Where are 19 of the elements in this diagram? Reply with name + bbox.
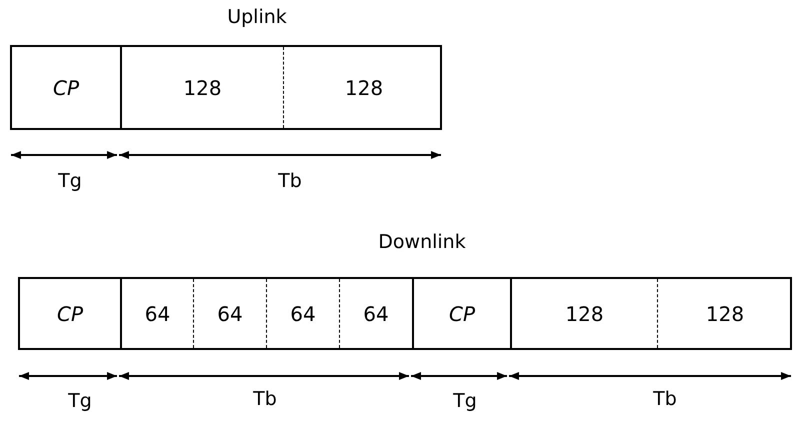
dimension-label: Tg <box>58 170 82 192</box>
dimension-label: Tb <box>653 388 677 410</box>
frame-field: CP <box>412 279 510 348</box>
frame-title: Uplink <box>227 6 287 28</box>
frame-title: Downlink <box>378 231 466 253</box>
frame-field: 64 <box>193 279 266 348</box>
frame-field: CP <box>12 47 120 128</box>
frame-field: 64 <box>339 279 412 348</box>
dimension-label: Tg <box>68 390 92 412</box>
dimension-label: Tb <box>278 170 302 192</box>
frame-field: 64 <box>266 279 339 348</box>
frame-field: 128 <box>283 47 444 128</box>
dimension-label: Tg <box>453 390 477 412</box>
frame-field: CP <box>20 279 120 348</box>
frame-field: 128 <box>657 279 792 348</box>
frame-field: 128 <box>120 47 283 128</box>
frame-field: 64 <box>120 279 193 348</box>
dimension-label: Tb <box>253 388 277 410</box>
frame-field: 128 <box>510 279 657 348</box>
